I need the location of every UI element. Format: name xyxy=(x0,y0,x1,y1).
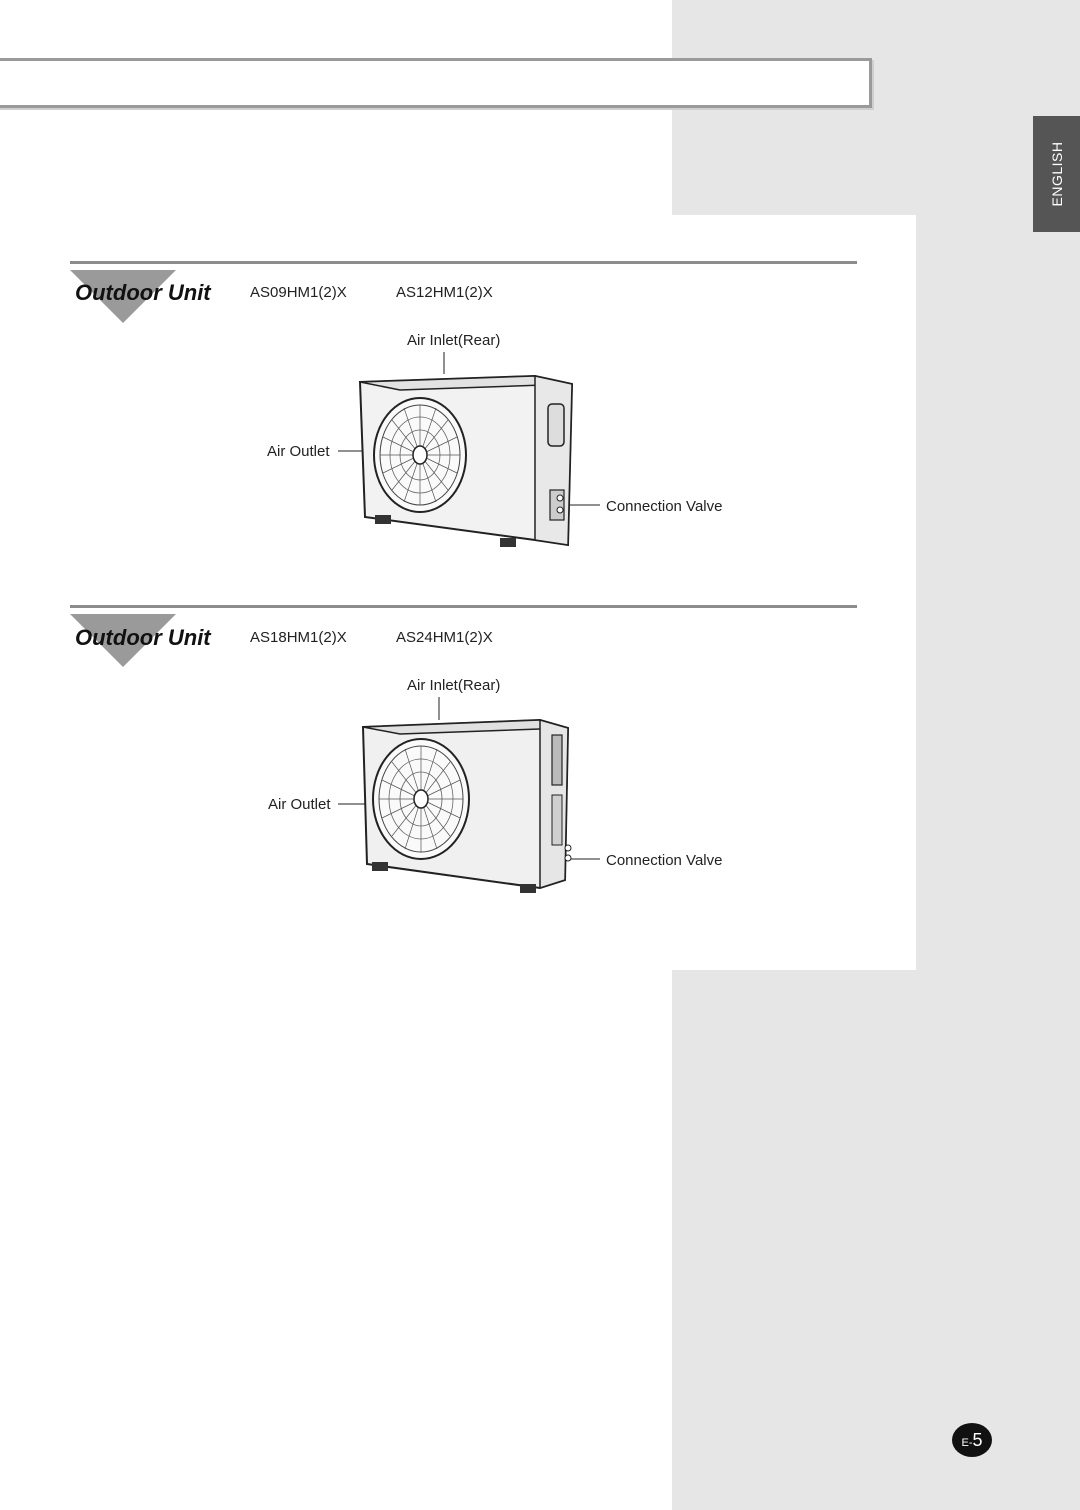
air-outlet-label: Air Outlet xyxy=(268,796,331,813)
section-rule xyxy=(70,261,857,264)
page-number: 5 xyxy=(972,1430,983,1450)
model-number: AS12HM1(2)X xyxy=(396,284,493,301)
model-number: AS18HM1(2)X xyxy=(250,629,347,646)
section-title: Outdoor Unit xyxy=(75,280,211,305)
page-number-badge: E-5 xyxy=(952,1423,992,1457)
air-outlet-label: Air Outlet xyxy=(267,443,330,460)
air-inlet-label: Air Inlet(Rear) xyxy=(407,332,501,349)
model-number: AS09HM1(2)X xyxy=(250,284,347,301)
model-number: AS24HM1(2)X xyxy=(396,629,493,646)
language-tab: ENGLISH xyxy=(1033,116,1080,232)
header-bar xyxy=(0,58,872,108)
section-title: Outdoor Unit xyxy=(75,625,211,650)
section-triangle-marker xyxy=(70,270,176,323)
connection-valve-label: Connection Valve xyxy=(606,852,723,869)
section-rule xyxy=(70,605,857,608)
page-prefix: E- xyxy=(961,1437,973,1449)
connection-valve-label: Connection Valve xyxy=(606,498,723,515)
section-triangle-marker xyxy=(70,614,176,667)
air-inlet-label: Air Inlet(Rear) xyxy=(407,677,501,694)
